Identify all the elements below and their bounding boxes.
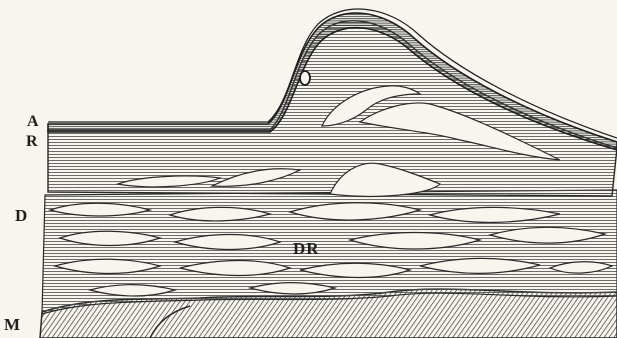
label-r: R [26, 134, 38, 150]
label-m: M [4, 316, 20, 333]
label-dr: DR [293, 240, 320, 257]
duct-opening [300, 71, 310, 85]
label-d: D [15, 207, 27, 224]
label-a: A [27, 114, 39, 130]
rete-layer [48, 21, 617, 196]
